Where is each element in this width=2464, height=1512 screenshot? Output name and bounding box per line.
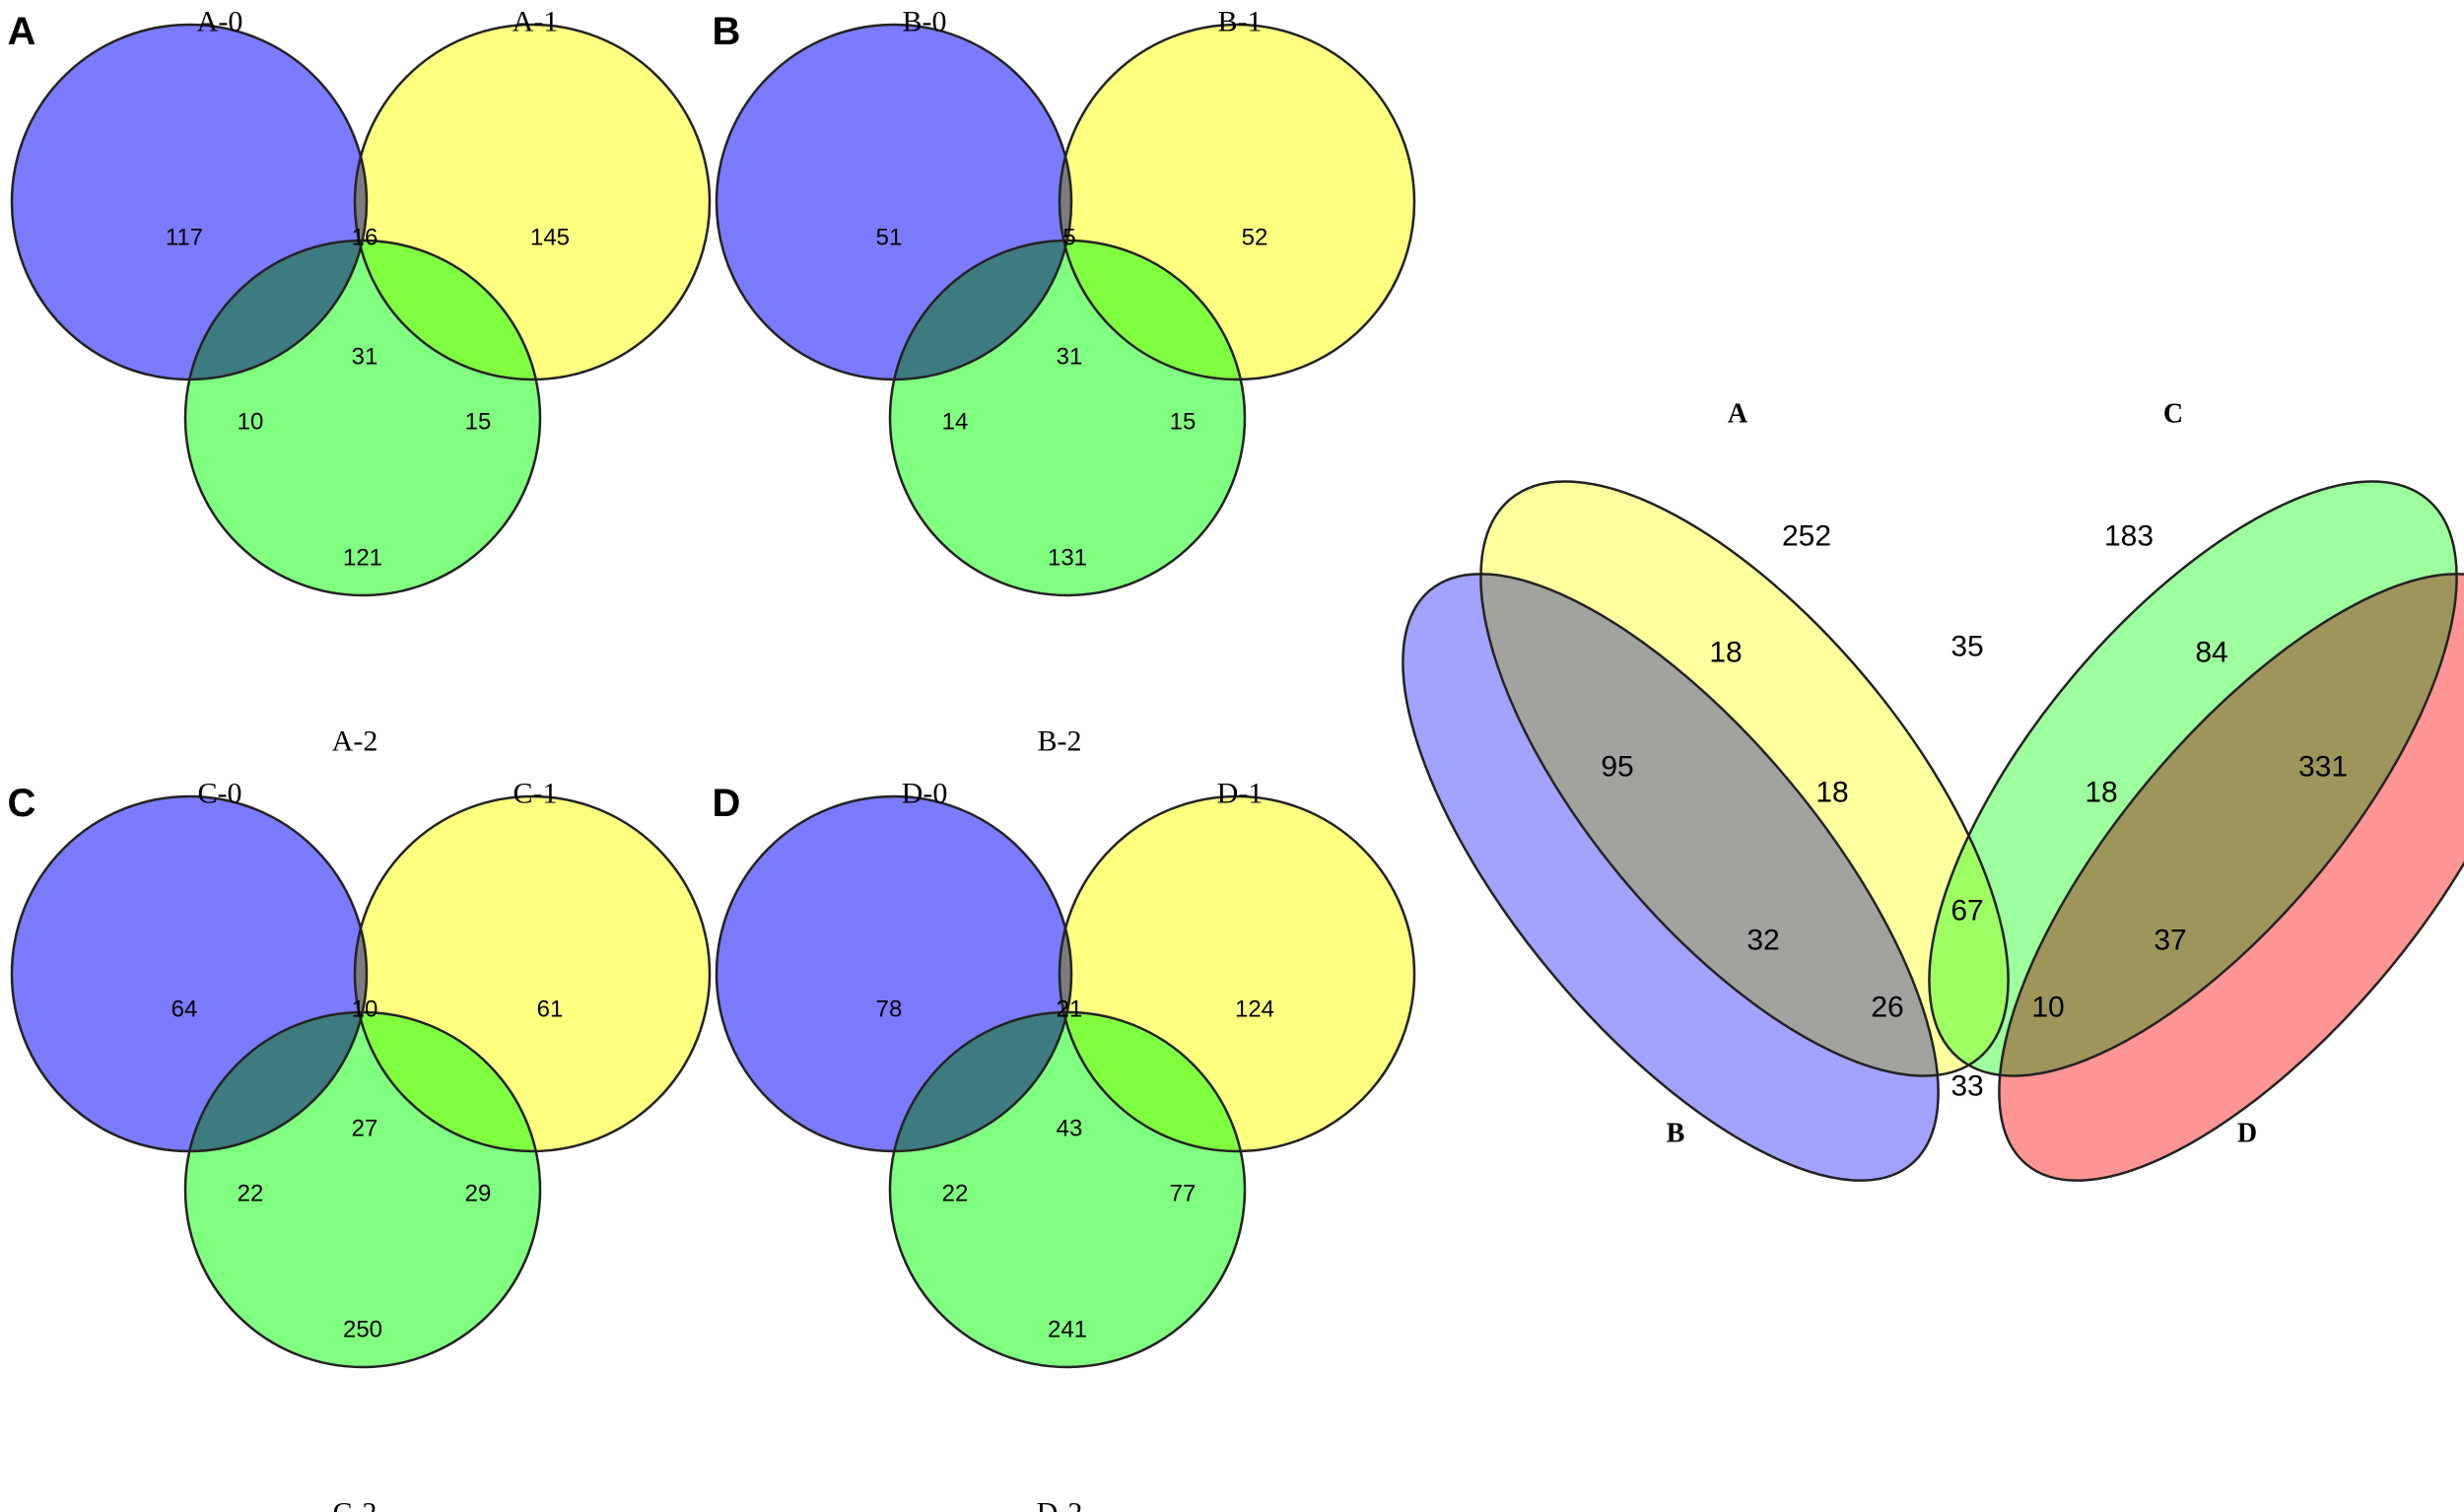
panel-d: D D-0 D-1D-2 78 21 124 43 22 77 241	[713, 778, 1416, 1512]
four-label-c: C	[2163, 399, 2183, 430]
four-count-abd: 10	[2031, 992, 2064, 1024]
set-label-2: C-2	[333, 1497, 377, 1512]
count-only0: 117	[166, 225, 203, 251]
count-s02: 14	[942, 409, 969, 436]
panel-letter: B	[713, 10, 741, 53]
set-label-0: A-0	[197, 6, 243, 38]
set-label-1: C-1	[513, 778, 558, 810]
four-count-bc: 32	[1746, 925, 1779, 957]
four-count-c: 183	[2104, 520, 2154, 553]
set-label-0: C-0	[198, 778, 242, 810]
panel-b-circle-set-2	[890, 241, 1245, 595]
count-only1: 52	[1242, 225, 1268, 251]
panel-c: C C-0 C-1C-2 64 10 61 27 22 29 250	[8, 778, 712, 1512]
count-s01: 10	[352, 997, 378, 1023]
set-label-2: B-2	[1038, 725, 1082, 758]
count-s01: 16	[352, 225, 378, 251]
panel-a-circle-set-2	[185, 241, 540, 595]
panel-d-circle-set-2	[890, 1012, 1245, 1367]
four-count-cd: 84	[2195, 637, 2227, 669]
four-count-abcd: 67	[1951, 895, 1983, 928]
count-s01: 21	[1057, 997, 1083, 1023]
count-only1: 61	[537, 997, 564, 1023]
count-s12: 29	[465, 1181, 492, 1207]
count-only2: 131	[1048, 545, 1087, 572]
four-count-ad: 37	[2154, 925, 2186, 957]
panel-letter: D	[713, 782, 741, 825]
count-only0: 64	[171, 997, 198, 1023]
count-s012: 43	[1057, 1116, 1083, 1142]
set-label-2: D-2	[1037, 1497, 1083, 1512]
count-s012: 31	[1057, 344, 1083, 371]
four-set-venn: A C B D 252 183 18 35 84 95 18 18 331 32 67 37 26 10 33	[1402, 399, 2464, 1182]
four-count-acd: 18	[2085, 777, 2117, 809]
count-only0: 51	[876, 225, 903, 251]
count-s02: 22	[942, 1181, 969, 1207]
count-s12: 15	[1170, 409, 1197, 436]
set-label-1: B-1	[1218, 6, 1263, 38]
four-count-abc: 18	[1815, 777, 1848, 809]
four-label-b: B	[1667, 1119, 1685, 1149]
count-s02: 22	[238, 1181, 264, 1207]
four-count-bd: 33	[1951, 1070, 1983, 1103]
panel-b: B B-0 B-1B-2 51 5 52 31 14 15 131	[713, 6, 1416, 758]
ellipse-a	[1480, 481, 2009, 1076]
count-only1: 124	[1235, 997, 1274, 1023]
count-s012: 27	[352, 1116, 378, 1142]
set-label-0: B-0	[903, 6, 947, 38]
panel-letter: A	[8, 10, 36, 53]
set-label-0: D-0	[902, 778, 948, 810]
count-s02: 10	[238, 409, 264, 436]
count-s01: 5	[1062, 225, 1075, 251]
four-count-ab: 18	[1709, 637, 1742, 669]
count-only2: 241	[1048, 1317, 1087, 1343]
four-count-ac: 35	[1951, 631, 1983, 663]
set-label-1: D-1	[1217, 778, 1264, 810]
set-label-1: A-1	[513, 6, 559, 38]
count-only0: 78	[876, 997, 903, 1023]
four-count-d: 331	[2298, 751, 2348, 784]
set-label-2: A-2	[332, 725, 378, 758]
four-count-a: 252	[1782, 520, 1831, 553]
panel-c-circle-set-2	[185, 1012, 540, 1367]
count-only2: 250	[343, 1317, 382, 1343]
four-label-a: A	[1728, 399, 1748, 430]
count-s12: 15	[465, 409, 492, 436]
count-only1: 145	[530, 225, 570, 251]
count-only2: 121	[343, 545, 382, 572]
panel-a: A A-0 A-1A-2 117 16 145 31 10 15 121	[8, 6, 712, 758]
four-label-d: D	[2237, 1119, 2257, 1149]
ellipse-d	[1999, 574, 2464, 1181]
count-s12: 77	[1170, 1181, 1197, 1207]
four-count-b: 95	[1601, 751, 1633, 784]
count-s012: 31	[352, 344, 378, 371]
panel-letter: C	[8, 782, 36, 825]
four-count-bcd: 26	[1871, 992, 1903, 1024]
